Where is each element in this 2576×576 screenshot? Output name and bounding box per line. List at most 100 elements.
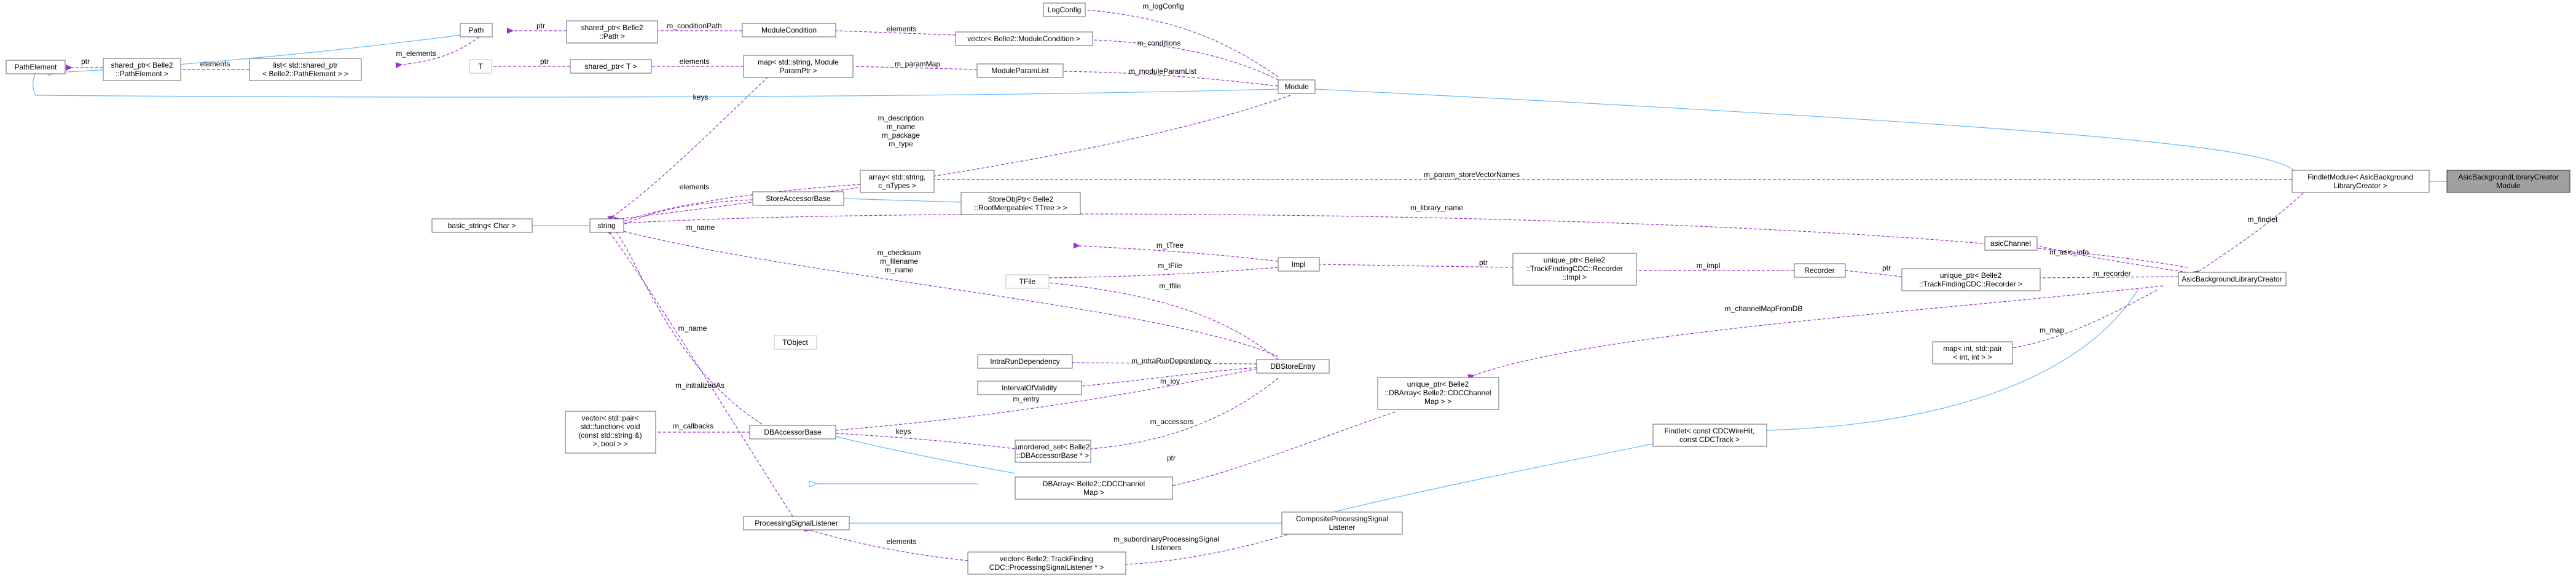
node-impl[interactable]: Impl	[1278, 257, 1320, 272]
text-line: m_elements	[396, 49, 436, 58]
text-line: m_tTree	[1156, 241, 1184, 250]
text-line: list< std::shared_ptr	[273, 61, 337, 69]
edge-label-ptr-t: ptr	[540, 57, 549, 66]
edge-label-iov: m_iov	[1160, 377, 1180, 385]
node-tobject[interactable]: TObject	[774, 335, 817, 350]
text-line: m_initializedAs	[675, 381, 724, 390]
node-store-obj-ptr[interactable]: StoreObjPtr< Belle2::RootMergeable< TTre…	[960, 192, 1081, 215]
node-store-accessor-base[interactable]: StoreAccessorBase	[752, 191, 844, 206]
text-line: LibraryCreator >	[2333, 181, 2387, 190]
usage-edge-dbstore-iov	[1074, 367, 1257, 390]
text-line: m_asic_info	[2049, 248, 2089, 256]
text-line: m_name	[885, 266, 914, 274]
text-line: Module	[1284, 82, 1309, 91]
node-processing-signal-listener[interactable]: ProcessingSignalListener	[743, 516, 850, 531]
usage-edge-dbaccessor-string	[611, 226, 763, 425]
node-unique-ptr-dbarray[interactable]: unique_ptr< Belle2::DBArray< Belle2::CDC…	[1377, 377, 1499, 410]
node-module[interactable]: Module	[1278, 79, 1316, 94]
svg-text:unique_ptr< Belle2::TrackFindi: unique_ptr< Belle2::TrackFindingCDC::Rec…	[1919, 271, 2022, 288]
text-line: m_conditionPath	[667, 22, 721, 30]
usage-edge-array-string	[616, 184, 861, 227]
usage-edge-asiccreator-asicchannel	[2030, 241, 2188, 273]
node-vector-pair-function[interactable]: vector< std::pair<std::function< void(co…	[565, 411, 656, 454]
inheritance-edge-dbarray-dbaccessor	[836, 436, 1016, 474]
usage-edge-uprecorder-recorder	[1838, 266, 1903, 277]
node-basic-string[interactable]: basic_string< Char >	[431, 218, 533, 233]
svg-text:DBAccessorBase: DBAccessorBase	[764, 428, 822, 436]
node-unique-ptr-impl[interactable]: unique_ptr< Belle2::TrackFindingCDC::Rec…	[1512, 253, 1637, 286]
text-line: keys	[896, 427, 911, 436]
text-line: m_tFile	[1158, 261, 1182, 270]
text-line: shared_ptr< Belle2	[581, 23, 643, 32]
node-asic-channel[interactable]: asicChannel	[1984, 236, 2038, 251]
text-line: ::Impl >	[1562, 273, 1587, 282]
edge-label-impl: m_impl	[1697, 261, 1721, 270]
node-db-accessor-base[interactable]: DBAccessorBase	[749, 425, 836, 440]
svg-text:Recorder: Recorder	[1804, 266, 1834, 275]
svg-text:LogConfig: LogConfig	[1048, 6, 1082, 14]
usage-edge-dbstore-string	[613, 226, 1279, 357]
text-line: IntervalOfValidity	[1002, 384, 1057, 392]
text-line: basic_string< Char >	[448, 221, 516, 230]
node-findlet-cdc[interactable]: Findlet< const CDCWireHit,const CDCTrack…	[1652, 424, 1767, 447]
node-module-param-list[interactable]: ModuleParamList	[976, 63, 1064, 78]
node-shared-ptr-t[interactable]: shared_ptr< T >	[570, 59, 652, 74]
text-line: StoreObjPtr< Belle2	[988, 195, 1054, 203]
node-shared-ptr-pathelement[interactable]: shared_ptr< Belle2::PathElement >	[103, 58, 181, 81]
edge-label-name-store: m_name	[686, 223, 715, 232]
node-map-int-pair[interactable]: map< int, std::pair< int, int > >	[1932, 341, 2013, 365]
text-line: StoreAccessorBase	[766, 194, 831, 203]
node-list-shared-ptr[interactable]: list< std::shared_ptr< Belle2::PathEleme…	[249, 58, 362, 81]
edge-label-asic-info: m_asic_info	[2049, 248, 2089, 256]
text-line: string	[597, 221, 615, 230]
node-unique-ptr-recorder[interactable]: unique_ptr< Belle2::TrackFindingCDC::Rec…	[1901, 268, 2041, 291]
edge-label-entry: m_entry	[1013, 395, 1039, 403]
node-path[interactable]: Path	[460, 23, 493, 37]
svg-text:PathElement: PathElement	[15, 63, 57, 71]
node-logconfig[interactable]: LogConfig	[1043, 2, 1086, 17]
node-interval-of-validity[interactable]: IntervalOfValidity	[977, 381, 1082, 395]
node-string[interactable]: string	[589, 218, 624, 233]
node-shared-ptr-path[interactable]: shared_ptr< Belle2::Path >	[566, 20, 658, 44]
text-line: shared_ptr< T >	[585, 62, 637, 71]
text-line: elements	[887, 537, 917, 546]
node-path-element[interactable]: PathElement	[6, 60, 66, 74]
node-module-condition[interactable]: ModuleCondition	[742, 23, 836, 37]
svg-text:ProcessingSignalListener: ProcessingSignalListener	[755, 519, 838, 527]
usage-edge-asiccreator-updbarray	[1467, 285, 2164, 381]
text-line: ParamPtr >	[779, 66, 817, 75]
edge-label-elements-list: m_elements	[396, 49, 436, 58]
usage-edge-map-string	[607, 76, 769, 222]
text-line: vector< std::pair<	[582, 414, 639, 422]
text-line: m_impl	[1697, 261, 1721, 270]
text-line: m_moduleParamList	[1129, 67, 1197, 76]
node-asic-background-creator[interactable]: AsicBackgroundLibraryCreator	[2178, 272, 2287, 286]
node-intra-run-dependency[interactable]: IntraRunDependency	[977, 354, 1073, 369]
node-tfile[interactable]: TFile	[1005, 274, 1050, 289]
node-recorder[interactable]: Recorder	[1794, 263, 1846, 278]
text-line: ::TrackFindingCDC::Recorder >	[1919, 280, 2022, 288]
node-vector-module-condition[interactable]: vector< Belle2::ModuleCondition >	[955, 31, 1093, 46]
node-array-string[interactable]: array< std::string,c_nTypes >	[860, 170, 935, 193]
text-line: shared_ptr< Belle2	[111, 61, 173, 69]
text-line: Map > >	[1424, 397, 1451, 406]
text-line: c_nTypes >	[878, 181, 916, 190]
text-line: m_findlet	[2248, 215, 2278, 224]
svg-text:ModuleCondition: ModuleCondition	[761, 26, 817, 34]
node-t[interactable]: T	[469, 59, 492, 74]
node-db-store-entry[interactable]: DBStoreEntry	[1256, 359, 1330, 374]
inheritance-edge-asiccreator-findletcdc	[1767, 288, 2139, 430]
text-line: PathElement	[15, 63, 57, 71]
node-unordered-set[interactable]: unordered_set< Belle2::DBAccessorBase * …	[1015, 440, 1091, 463]
svg-text:shared_ptr< T >: shared_ptr< T >	[585, 62, 637, 71]
